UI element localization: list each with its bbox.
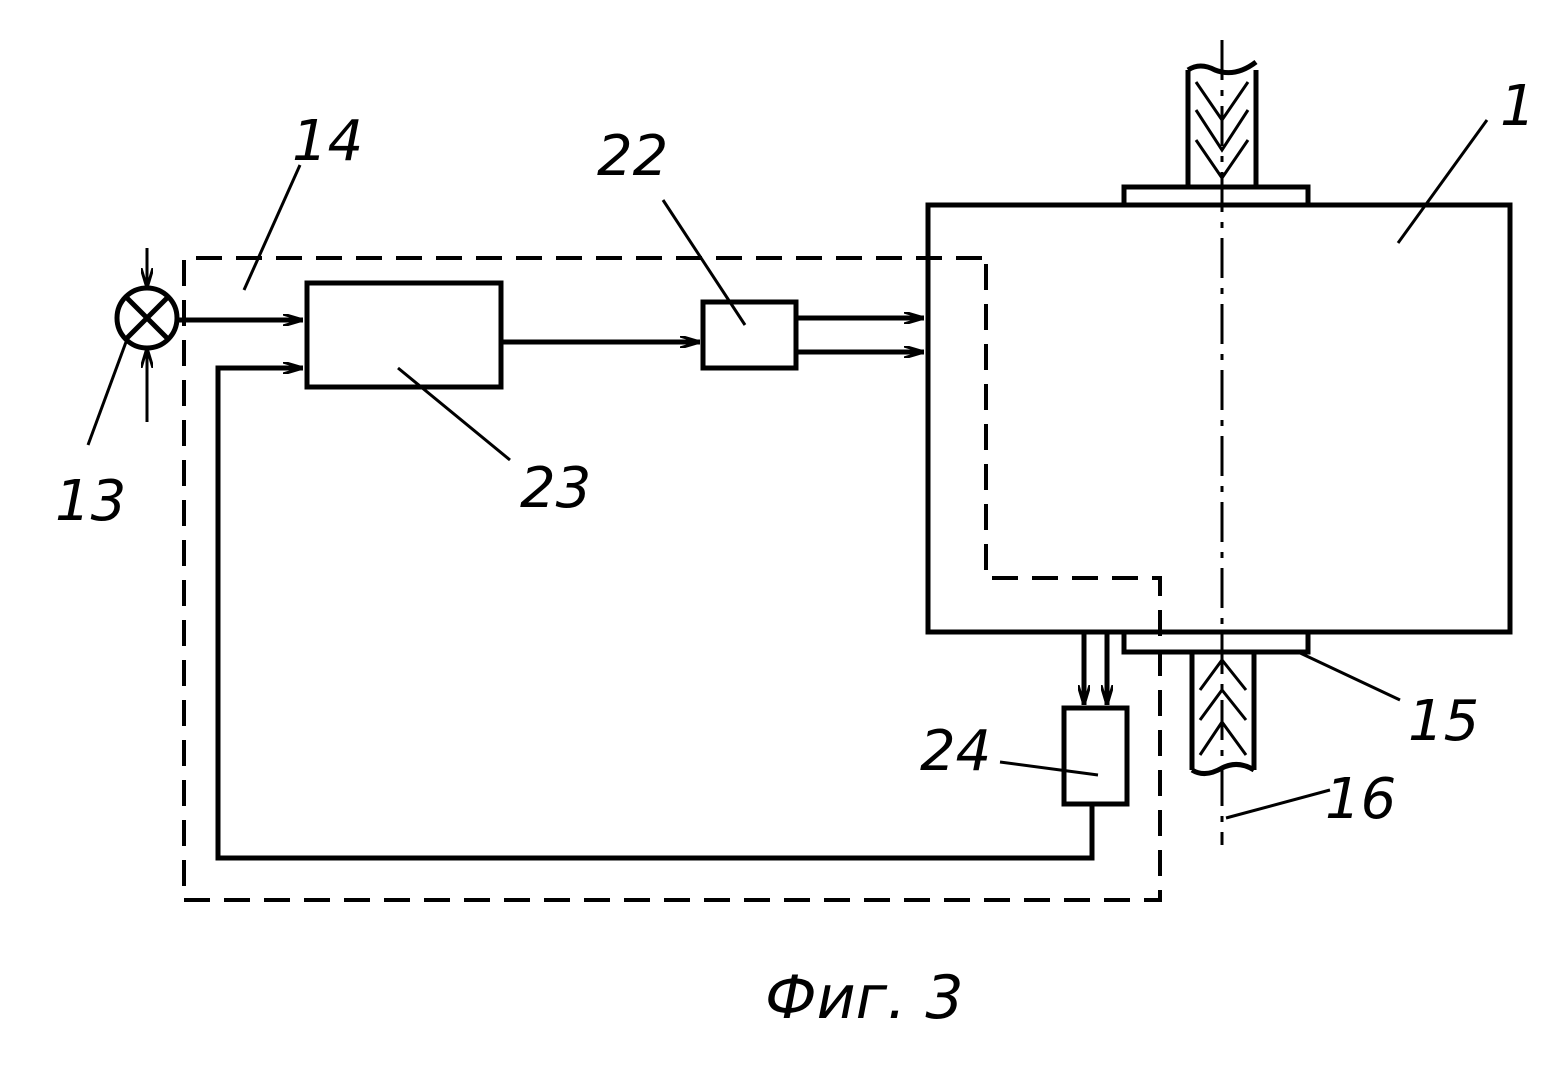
block-23	[304, 280, 504, 390]
leader-13	[86, 341, 128, 446]
leader-14	[242, 164, 302, 291]
label-15: 15	[1408, 689, 1479, 754]
label-14: 14	[292, 109, 363, 174]
dashed-boundary-14	[182, 256, 1162, 902]
leader-22	[661, 199, 747, 326]
label-1: 1	[1500, 74, 1536, 139]
bottom-collar-15	[1121, 629, 1311, 655]
block-24	[1061, 705, 1130, 807]
label-13: 13	[55, 469, 126, 534]
leader-23	[397, 366, 511, 462]
leader-1	[1396, 119, 1489, 244]
leader-15	[1297, 650, 1401, 702]
figure-caption: Фиг. 3	[765, 963, 964, 1033]
unit-1-body	[925, 202, 1513, 635]
label-22: 22	[597, 124, 668, 189]
label-16: 16	[1325, 767, 1396, 832]
label-24: 24	[920, 719, 991, 784]
leader-16	[1225, 788, 1331, 820]
label-23: 23	[520, 456, 591, 521]
sensor-13-icon	[114, 248, 180, 422]
block-22	[700, 299, 799, 371]
leader-24	[999, 760, 1099, 777]
feedback-line-24-to-23	[215, 368, 1095, 861]
